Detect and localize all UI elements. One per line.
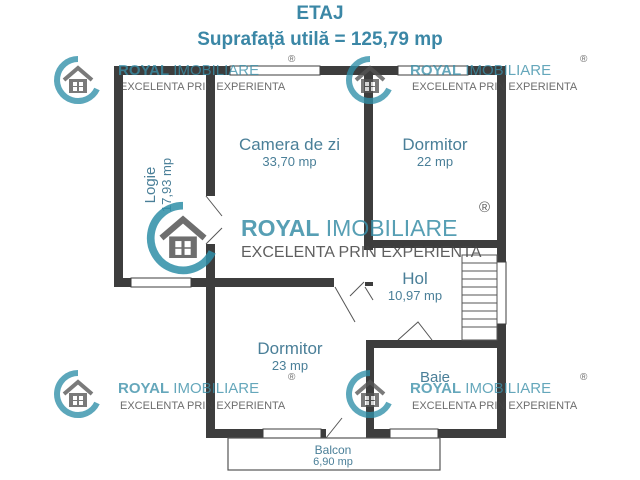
room-name: Dormitor (257, 339, 323, 358)
registered-mark: ® (288, 54, 296, 65)
stairs (461, 254, 498, 341)
wall (206, 66, 215, 196)
room-name: Baie (419, 369, 451, 386)
room-name: Camera de zi (238, 135, 341, 154)
tagline: EXCELENTA PRIN EXPERIENTA (241, 244, 482, 261)
brand-rest: IMOBILIARE (169, 62, 260, 79)
brand-rest: IMOBILIARE (169, 380, 260, 397)
room-name: Balcon (314, 443, 352, 457)
door-leaf (205, 227, 223, 245)
tagline: EXCELENTA PRIN EXPERIENTA (120, 81, 286, 93)
brand-bold: ROYAL (410, 62, 462, 79)
wall (373, 240, 497, 248)
door-swing (334, 286, 356, 323)
watermark-bottom-right: ROYAL IMOBILIARE EXCELENTA PRIN EXPERIEN… (344, 368, 594, 418)
wall (373, 340, 497, 348)
registered-mark: ® (580, 372, 588, 383)
house-in-circle-icon (54, 56, 100, 104)
door-opening (326, 429, 366, 438)
window (397, 65, 469, 76)
door-leaf (349, 281, 365, 297)
window (130, 277, 192, 288)
room-hall: Hol 10,97 mp (380, 270, 450, 302)
brand-bold: ROYAL (118, 380, 170, 397)
window (389, 428, 439, 439)
door-opening (364, 250, 373, 282)
house-in-circle-icon (146, 201, 216, 275)
brand-rest: IMOBILIARE (319, 215, 458, 241)
wall (114, 66, 123, 286)
brand-bold: ROYAL (118, 62, 170, 79)
room-name: Dormitor (402, 135, 468, 154)
wall (206, 278, 334, 287)
registered-mark: ® (288, 372, 296, 383)
balcony-outline (227, 437, 441, 471)
room-area: 10,97 mp (387, 288, 443, 303)
wall (206, 278, 215, 438)
tagline: EXCELENTA PRIN EXPERIENTA (412, 81, 578, 93)
floor-title: ETAJ (296, 3, 344, 24)
door-opening (335, 278, 365, 287)
window (262, 428, 322, 439)
registered-mark: ® (580, 54, 588, 65)
door-swing (364, 286, 374, 301)
brand-bold: ROYAL (241, 215, 320, 241)
brand-rest: IMOBILIARE (461, 62, 552, 79)
door-swing (325, 417, 343, 439)
tagline: EXCELENTA PRIN EXPERIENTA (120, 400, 286, 412)
room-area: 6,90 mp (313, 456, 353, 468)
watermark-center: ROYAL IMOBILIARE EXCELENTA PRIN EXPERIEN… (143, 198, 503, 276)
house-in-circle-icon (346, 56, 392, 104)
wall (366, 340, 374, 438)
window (229, 65, 321, 76)
room-bedroom-bottom: Dormitor 23 mp (215, 340, 365, 372)
brand-rest: IMOBILIARE (461, 380, 552, 397)
watermark-bottom-left: ROYAL IMOBILIARE EXCELENTA PRIN EXPERIEN… (52, 368, 302, 418)
room-name: Hol (402, 269, 428, 288)
room-area: 33,70 mp (262, 154, 317, 169)
door-swing (397, 321, 433, 341)
room-area: 22 mp (416, 154, 454, 169)
watermark-top-right: ROYAL IMOBILIARE EXCELENTA PRIN EXPERIEN… (344, 54, 594, 104)
house-in-circle-icon (54, 370, 100, 418)
wall (497, 66, 506, 438)
door-leaf (205, 195, 223, 217)
usable-area-title: Suprafață utilă = 125,79 mp (197, 29, 443, 50)
room-area: 23 mp (271, 358, 309, 373)
brand-bold: ROYAL (410, 380, 462, 397)
room-bath: Baie (390, 370, 480, 385)
tagline: EXCELENTA PRIN EXPERIENTA (412, 400, 578, 412)
room-balcony: Balcon 6,90 mp (283, 444, 383, 468)
watermark-top-left: ROYAL IMOBILIARE EXCELENTA PRIN EXPERIEN… (52, 54, 302, 104)
room-bedroom-top: Dormitor 22 mp (373, 136, 497, 168)
registered-mark: ® (479, 199, 491, 216)
room-living: Camera de zi 33,70 mp (212, 136, 367, 168)
wall (364, 66, 373, 286)
house-in-circle-icon (346, 370, 392, 418)
